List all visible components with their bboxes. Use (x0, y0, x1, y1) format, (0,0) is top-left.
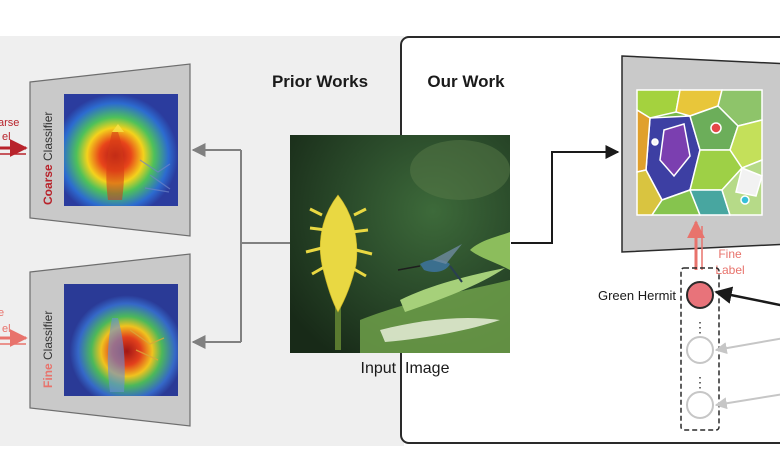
fine-classifier-label: Fine Classifier (41, 311, 55, 388)
segment-patches (636, 89, 763, 216)
coarse-side-label-line1: arse (0, 117, 19, 129)
hummingbird (397, 244, 463, 283)
candidate-arrow-3 (714, 393, 780, 410)
our-input-arrow (511, 145, 620, 244)
ellipsis-bottom: ⋮ (693, 374, 707, 390)
fine-label-line2: Label (715, 263, 744, 277)
fine-classifier: Fine Classifier e el (0, 253, 191, 427)
selected-label-name: Green Hermit (598, 288, 676, 303)
fine-label-line1: Fine (718, 247, 742, 261)
coarse-flower-silhouette (106, 132, 125, 200)
our-work-title: Our Work (427, 72, 505, 91)
coarse-classifier-label: Coarse Classifier (41, 112, 55, 205)
coarse-side-label-line2: el (2, 131, 11, 143)
coarse-classifier: Coarse Classifier arse el (0, 63, 191, 237)
flower (305, 194, 373, 313)
prior-branch-arrows (191, 143, 290, 349)
candidate-arrow-2 (714, 337, 780, 355)
ellipsis-top: ⋮ (693, 319, 707, 335)
candidate-label-node-2 (686, 336, 714, 364)
prior-works-title: Prior Works (272, 72, 368, 91)
our-segmenter (621, 55, 780, 253)
input-image-label: Input Image (361, 360, 450, 377)
selected-label-node (686, 281, 714, 309)
candidate-label-node-3 (686, 391, 714, 419)
fine-flower-silhouette (107, 318, 125, 392)
input-image: Input Image (290, 135, 510, 377)
selection-arrow (714, 286, 780, 307)
fine-side-label-line2: el (2, 323, 11, 335)
fine-side-label-line1: e (0, 307, 4, 319)
